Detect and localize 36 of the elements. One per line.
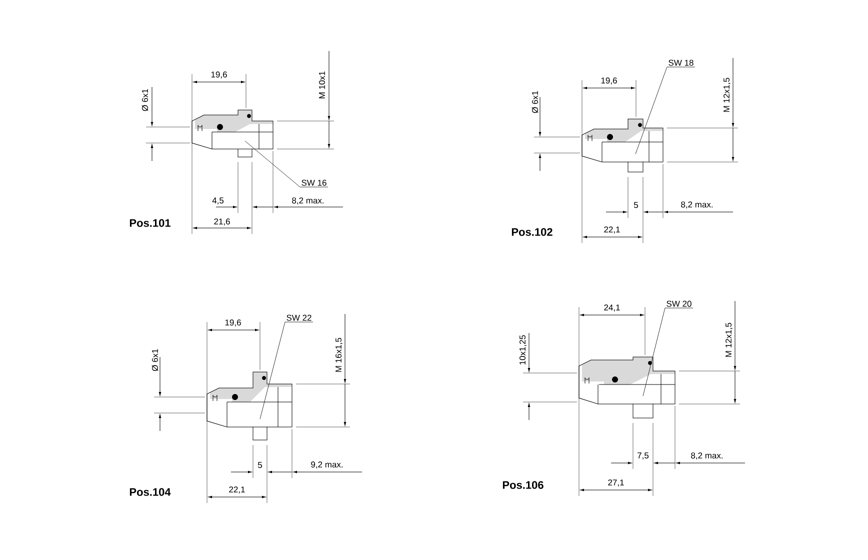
dimension-label: M 12x1,5 (726, 322, 733, 357)
dimension-label: Ø 6x1 (532, 91, 538, 114)
dimension-label: 22,1 (229, 486, 245, 494)
position-label: Pos.104 (130, 488, 171, 496)
part-label: SW 18 (668, 60, 694, 66)
dimension-label: 8,2 max. (691, 452, 723, 460)
dimension-label: 8,2 max. (681, 202, 713, 208)
dimension-label: 19,6 (211, 72, 227, 78)
dimension-label: Ø 6x1 (152, 349, 158, 372)
position-label: Pos.101 (130, 219, 170, 227)
part-label: SW 22 (286, 314, 312, 321)
part-label: SW 16 (302, 180, 326, 186)
leader-line (260, 322, 314, 420)
part-label: SW 20 (666, 300, 692, 307)
dimension-label: M 12x1,5 (724, 78, 731, 112)
dimension-label: 19,6 (601, 78, 617, 84)
dimension-label: 5 (634, 202, 638, 208)
dimension-label: 5 (258, 462, 262, 468)
position-label: Pos.102 (512, 228, 552, 236)
dimension-label: 22,1 (604, 226, 620, 234)
dimension-label: 21,6 (214, 218, 230, 226)
dimension-label: M 16x1,5 (336, 338, 342, 372)
leader-line (635, 66, 696, 154)
dimension-label: 8,2 max. (292, 198, 324, 204)
dimension-label: 4,5 (212, 198, 224, 204)
dimension-label: 27,1 (608, 480, 624, 487)
dimension-label: 9,2 max. (311, 462, 343, 469)
dimension-label: 24,1 (604, 304, 620, 312)
dimension-label: 19,6 (225, 320, 241, 326)
dimension-label: M 10x1 (319, 72, 325, 98)
position-label: Pos.106 (502, 481, 544, 489)
leader-line (642, 308, 694, 396)
dimension-label: 7,5 (638, 452, 649, 460)
leader-line (244, 140, 328, 188)
dimension-label: 10x1,25 (520, 335, 526, 364)
dimension-label: Ø 6x1 (142, 89, 148, 112)
